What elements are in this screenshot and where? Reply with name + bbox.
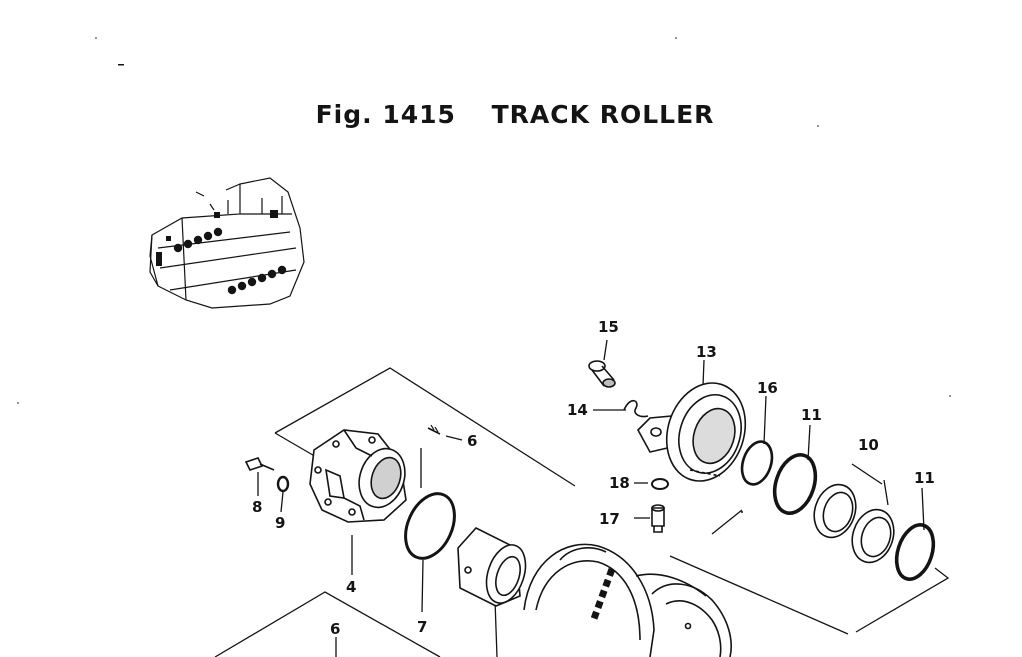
part-label-7: 7 xyxy=(417,618,428,636)
part-11-seal-ring-lower xyxy=(894,523,936,581)
leader-lines xyxy=(257,339,925,657)
part-7-o-ring xyxy=(404,492,456,560)
assembly-outline xyxy=(214,367,950,657)
part-label-18: 18 xyxy=(609,474,630,492)
part-label-4: 4 xyxy=(346,578,357,596)
part-label-11-lower: 11 xyxy=(914,469,935,487)
figure-name: TRACK ROLLER xyxy=(491,100,715,129)
machine-locator-thumbnail xyxy=(149,177,305,309)
figure-title: Fig. 1415 TRACK ROLLER xyxy=(0,100,1022,129)
bushing-sleeve xyxy=(457,527,527,607)
part-label-6-upper: 6 xyxy=(467,432,478,450)
print-specks xyxy=(17,37,951,513)
part-label-8: 8 xyxy=(252,498,263,516)
part-label-17: 17 xyxy=(599,510,620,528)
part-label-14: 14 xyxy=(567,401,588,419)
part-4-collar xyxy=(309,429,407,523)
figure-number: Fig. 1415 xyxy=(315,100,456,129)
part-6-screw-upper xyxy=(427,424,441,435)
part-18-washer xyxy=(651,478,669,490)
track-roller-shell: ■ ■ ■ ■ ■ xyxy=(523,543,732,657)
part-label-6-lower: 6 xyxy=(330,620,341,638)
part-10-bushing-pair xyxy=(813,483,895,564)
part-11-seal-ring-upper xyxy=(772,453,818,515)
part-label-13: 13 xyxy=(696,343,717,361)
part-9-lock-washer xyxy=(276,475,290,493)
part-label-16: 16 xyxy=(757,379,778,397)
part-14-wire-pin xyxy=(623,399,649,418)
part-15-bolt xyxy=(588,360,616,388)
part-label-11-upper: 11 xyxy=(801,406,822,424)
part-label-9: 9 xyxy=(275,514,286,532)
part-13-bracket-collar xyxy=(637,382,747,482)
part-label-10: 10 xyxy=(858,436,879,454)
part-8-bolt xyxy=(244,457,275,471)
part-label-15: 15 xyxy=(598,318,619,336)
part-16-o-ring xyxy=(740,440,774,486)
part-17-bolt xyxy=(651,504,665,533)
